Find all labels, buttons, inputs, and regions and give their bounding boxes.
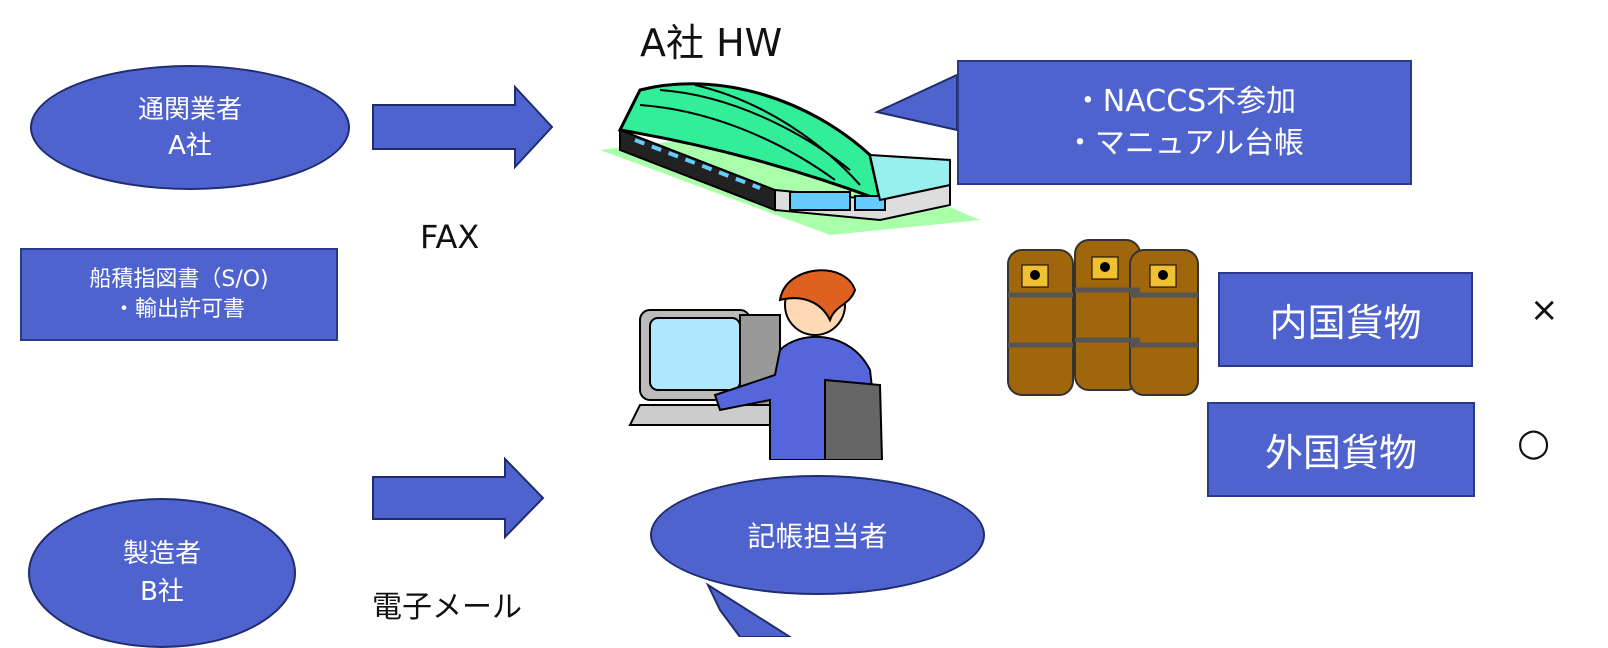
manufacturer-company: B社	[140, 577, 184, 607]
customs-broker-oval: 通関業者 A社	[30, 65, 350, 190]
documents-shipping-order: 船積指図書（S/O)	[89, 266, 269, 292]
customs-broker-company: A社	[168, 130, 212, 161]
customs-broker-title: 通関業者	[137, 94, 242, 125]
callout-line-ledger: ・マニュアル台帳	[1064, 125, 1305, 161]
manufacturer-title: 製造者	[122, 539, 201, 569]
foreign-cargo-label: 外国貨物	[1264, 431, 1417, 475]
computer-operator-icon	[628, 269, 884, 460]
domestic-cargo-label: 内国貨物	[1269, 301, 1422, 345]
warehouse-icon	[600, 82, 980, 235]
foreign-cargo-box: 外国貨物	[1207, 402, 1475, 497]
email-label: 電子メール	[372, 590, 522, 625]
arrow-to-warehouse	[372, 84, 554, 170]
warehouse-title: A社 HW	[640, 21, 783, 65]
fax-label: FAX	[420, 218, 480, 256]
naccs-callout: ・NACCS不参加 ・マニュアル台帳	[957, 60, 1412, 185]
callout-line-naccs: ・NACCS不参加	[1072, 83, 1297, 119]
domestic-cargo-mark: ×	[1530, 290, 1559, 330]
bubble-tail	[705, 582, 792, 637]
domestic-cargo-box: 内国貨物	[1218, 272, 1473, 367]
documents-box: 船積指図書（S/O) ・輸出許可書	[20, 248, 338, 341]
documents-export-permit: ・輸出許可書	[112, 296, 245, 322]
arrow-to-bookkeeper	[372, 456, 545, 540]
bookkeeper-label: 記帳担当者	[747, 520, 888, 553]
foreign-cargo-mark: ○	[1517, 420, 1551, 464]
hazard-barrels-icon	[1007, 239, 1199, 396]
manufacturer-oval: 製造者 B社	[28, 498, 296, 648]
bookkeeper-oval: 記帳担当者	[650, 475, 985, 595]
